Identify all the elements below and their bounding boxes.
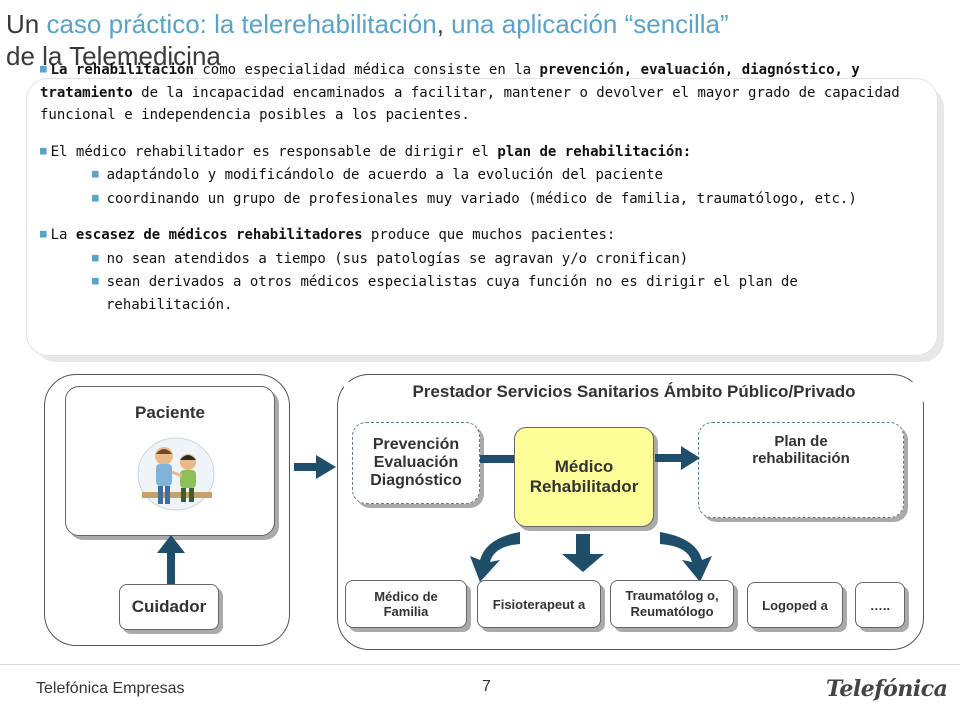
bullet-3-sub-2: ■sean derivados a otros médicos especial… (92, 274, 798, 313)
square-bullet-icon: ■ (40, 227, 47, 240)
square-bullet-icon: ■ (40, 143, 47, 157)
specialist-traumatologist: Traumatólog o, Reumatólogo (610, 580, 734, 628)
arrow-curve-right (660, 532, 712, 582)
patient-illustration-icon (137, 437, 215, 511)
bullet-1: ■La rehabilitación como especialidad méd… (40, 62, 900, 123)
arrow-caregiver-to-patient (157, 535, 185, 584)
title-highlight-1: caso práctico: la telerehabilitación (46, 9, 437, 39)
specialist-more: ….. (855, 582, 905, 628)
footer-company: Telefónica Empresas (36, 680, 185, 697)
title-line-2: de la Telemedicina (6, 41, 221, 71)
text-card (26, 78, 938, 356)
plan-box: Plan de rehabilitación (698, 422, 904, 518)
bullet-2: ■El médico rehabilitador es responsable … (40, 143, 692, 160)
arrow-patient-to-provider (294, 455, 336, 479)
specialist-speech-therapist: Logoped a (747, 582, 843, 628)
arrow-prevention-to-doctor (480, 455, 514, 463)
bullet-3: ■La escasez de médicos rehabilitadores p… (40, 227, 616, 243)
bullet-2-sub-2: ■coordinando un grupo de profesionales m… (92, 190, 857, 207)
title-mid: , (436, 9, 452, 39)
square-bullet-icon: ■ (92, 250, 99, 264)
title-highlight-2: una aplicación “sencilla” (451, 9, 729, 39)
telefonica-logo: Telefónica (826, 676, 948, 702)
specialist-physiotherapist: Fisioterapeut a (477, 580, 601, 628)
prevention-box: Prevención Evaluación Diagnóstico (352, 422, 480, 504)
footer-divider (0, 664, 960, 665)
slide-title: Un caso práctico: la telerehabilitación,… (6, 8, 946, 72)
arrow-curve-left (470, 532, 520, 582)
caregiver-box: Cuidador (119, 584, 219, 630)
provider-panel-title: Prestador Servicios Sanitarios Ámbito Pú… (344, 382, 924, 402)
arrow-doctor-to-plan (655, 446, 700, 470)
square-bullet-icon: ■ (92, 274, 99, 287)
bullet-2-sub-1: ■adaptándolo y modificándolo de acuerdo … (92, 167, 663, 183)
arrow-down-center (562, 534, 604, 572)
patient-label: Paciente (135, 403, 205, 422)
specialist-family-doctor: Médico de Familia (345, 580, 467, 628)
caregiver-label: Cuidador (131, 597, 207, 616)
bullet-list: ■La rehabilitación como especialidad méd… (40, 58, 930, 316)
page-number: 7 (482, 678, 491, 695)
bullet-3-sub-1: ■no sean atendidos a tiempo (sus patolog… (92, 250, 689, 267)
square-bullet-icon: ■ (92, 190, 99, 204)
square-bullet-icon: ■ (92, 167, 99, 180)
square-bullet-icon: ■ (40, 62, 47, 75)
doctor-box: Médico Rehabilitador (514, 427, 654, 527)
title-prefix: Un (6, 9, 47, 39)
